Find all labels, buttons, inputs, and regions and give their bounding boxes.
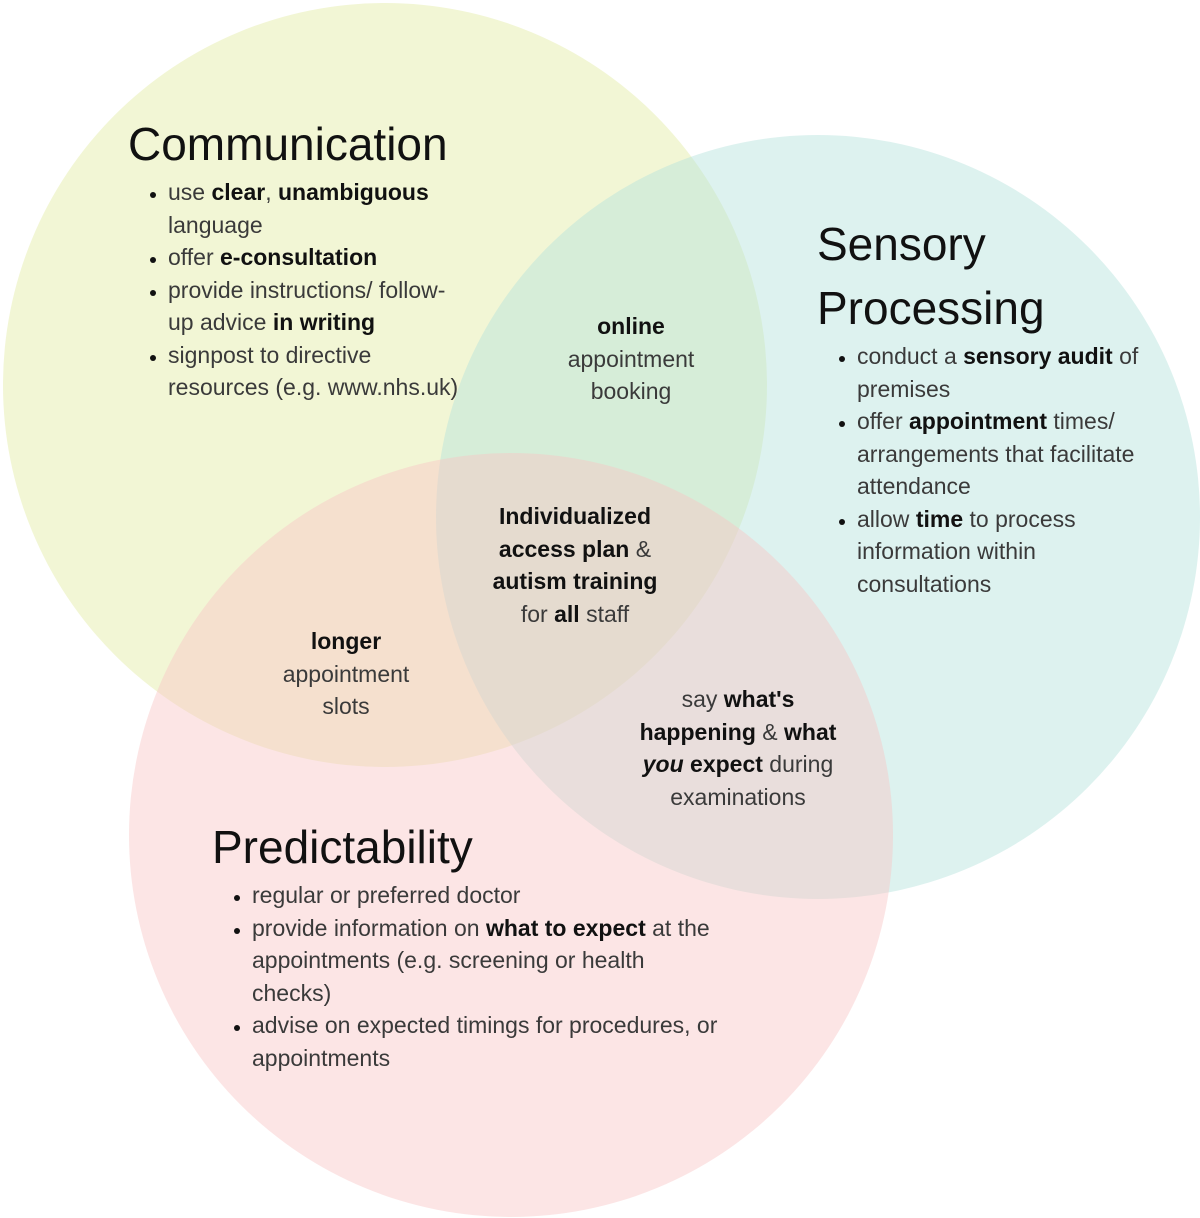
predictability-title: Predictability [212, 821, 473, 873]
list-item: provide instructions/ follow-up advice i… [168, 274, 468, 339]
overlap-communication-predictability: longer appointment slots [256, 625, 436, 723]
overlap-line: you expect during [642, 751, 834, 777]
sensory-title-line1: Sensory [817, 218, 986, 270]
predictability-list: regular or preferred doctor provide info… [212, 879, 722, 1074]
overlap-center: Individualized access plan & autism trai… [455, 500, 695, 630]
list-item: provide information on what to expect at… [252, 912, 722, 1010]
overlap-communication-sensory: online appointment booking [531, 310, 731, 408]
overlap-line: booking [590, 378, 672, 404]
list-item: allow time to process information within… [857, 503, 1147, 601]
overlap-line: Individualized [498, 503, 652, 529]
overlap-line: happening & what [639, 718, 837, 745]
overlap-line: slots [322, 693, 370, 719]
sensory-title-line2: Processing [817, 282, 1045, 334]
list-item: offer e-consultation [168, 241, 468, 274]
overlap-sensory-predictability: say what's happening & what you expect d… [613, 683, 863, 813]
overlap-line: appointment [567, 345, 695, 372]
overlap-line: say what's [681, 686, 795, 712]
sensory-processing-circle [436, 135, 1200, 899]
list-item: offer appointment times/ arrangements th… [857, 405, 1147, 503]
sensory-processing-section: Sensory Processing conduct a sensory aud… [817, 212, 1157, 600]
communication-title: Communication [128, 118, 448, 170]
sensory-list: conduct a sensory audit of premises offe… [817, 340, 1147, 600]
overlap-line: access plan & [498, 535, 652, 562]
overlap-line: examinations [670, 783, 806, 810]
overlap-line: online [597, 313, 665, 339]
list-item: regular or preferred doctor [252, 879, 722, 912]
predictability-circle [129, 453, 893, 1217]
predictability-section: Predictability regular or preferred doct… [212, 815, 732, 1074]
overlap-line: longer [310, 628, 382, 654]
overlap-line: appointment [282, 660, 410, 687]
overlap-line: autism training [492, 568, 658, 594]
overlap-line: for all staff [520, 600, 630, 627]
list-item: signpost to directive resources (e.g. ww… [168, 339, 468, 404]
communication-circle [3, 3, 767, 767]
list-item: advise on expected timings for procedure… [252, 1009, 722, 1074]
communication-section: Communication use clear, unambiguous lan… [128, 112, 458, 404]
list-item: use clear, unambiguous language [168, 176, 468, 241]
list-item: conduct a sensory audit of premises [857, 340, 1147, 405]
communication-list: use clear, unambiguous language offer e-… [128, 176, 468, 404]
